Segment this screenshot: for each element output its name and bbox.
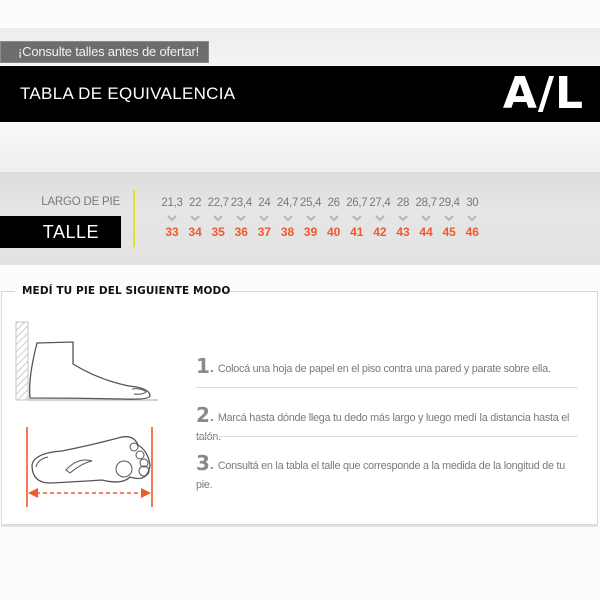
step-number: 3 [196,451,210,475]
step-text: Marcá hasta dónde llega tu dedo más larg… [196,412,570,443]
chevron-down-icon [352,215,362,222]
foot-top-view-icon [26,427,153,507]
chevron-down-icon [213,215,223,222]
size-value: 36 [234,225,248,239]
size-label-box: TALLE [0,216,121,248]
chevron-down-icon [259,215,270,222]
section-rule-left [1,291,15,292]
foot-length-value: 25,4 [300,197,322,209]
size-column: 23,4 36 [226,196,256,239]
size-value: 46 [465,225,479,239]
size-value: 38 [280,225,295,239]
size-column: 26,7 41 [342,196,372,239]
step-text: Colocá una hoja de papel en el piso cont… [217,363,551,375]
section-rule-right [222,291,598,292]
table-divider [133,190,135,247]
foot-length-value: 26,7 [346,197,368,209]
chevron-down-icon [398,215,408,222]
chevron-down-icon [305,215,316,222]
foot-length-label: LARGO DE PIE [41,196,120,208]
chevron-down-icon [375,215,385,222]
foot-length-value: 22 [188,197,202,209]
step-divider [196,436,578,437]
chevron-down-icon [167,215,177,222]
size-column: 24,7 38 [273,196,303,239]
foot-length-value: 28,7 [415,197,437,209]
chevron-down-icon [282,215,293,222]
chevron-down-icon [236,215,247,222]
foot-length-value: 29,4 [438,197,460,209]
size-label: TALLE [42,222,99,242]
title-bar [0,66,600,122]
size-value: 42 [373,225,387,239]
page-title: TABLA DE EQUIVALENCIA [20,84,236,103]
instructions-title: MEDÍ TU PIE DEL SIGUIENTE MODO [22,285,231,297]
size-value: 37 [257,225,272,239]
size-column: 22,7 35 [203,196,233,239]
chevron-down-icon [467,215,478,222]
size-column: 22 34 [180,196,210,239]
step-dot: . [209,359,214,375]
foot-length-value: 22,7 [207,197,229,209]
foot-length-value: 27,4 [369,197,391,209]
size-value: 40 [327,225,341,239]
step-number: 1 [196,354,210,378]
size-value: 39 [303,225,318,239]
chevron-down-icon [444,215,454,222]
step-dot: . [209,456,214,472]
foot-length-value: 26 [327,197,341,209]
step-text: Consultá en la tabla el talle que corres… [196,460,566,491]
foot-length-value: 28 [396,197,410,209]
size-column: 24 37 [249,196,279,239]
size-column: 26 40 [319,196,349,239]
foot-side-view-icon [15,321,158,401]
size-column: 25,4 39 [296,196,326,239]
instruction-step: 2.Marcá hasta dónde llega tu dedo más la… [196,403,578,445]
size-value: 35 [211,225,225,239]
size-column: 27,4 42 [365,196,395,239]
instruction-step: 1.Colocá una hoja de papel en el piso co… [196,354,578,378]
instructions-panel [1,292,598,525]
size-value: 45 [442,225,456,239]
step-number: 2 [196,403,210,427]
chevron-down-icon [328,215,339,222]
foot-length-value: 23,4 [230,197,252,209]
size-value: 34 [188,225,202,239]
notice-banner: ¡Consulte talles antes de ofertar! [0,41,209,63]
size-column: 29,4 45 [434,196,464,239]
size-column: 28,7 44 [411,196,441,239]
chevron-down-icon [190,215,200,222]
instruction-step: 3.Consultá en la tabla el talle que corr… [196,451,578,493]
foot-length-value: 30 [466,197,479,209]
size-value: 41 [350,225,364,239]
size-value: 33 [165,225,179,239]
foot-length-value: 24,7 [276,197,299,209]
foot-length-value: 21,3 [161,197,183,209]
size-column: 21,3 33 [157,196,187,239]
step-divider [196,387,578,388]
brand-logo: A/L [502,68,584,119]
chevron-down-icon [421,215,431,222]
foot-length-value: 24 [258,197,271,209]
size-column: 28 43 [388,196,418,239]
size-value: 44 [419,225,433,239]
size-column: 30 46 [457,196,487,239]
size-value: 43 [396,225,410,239]
step-dot: . [209,408,214,424]
